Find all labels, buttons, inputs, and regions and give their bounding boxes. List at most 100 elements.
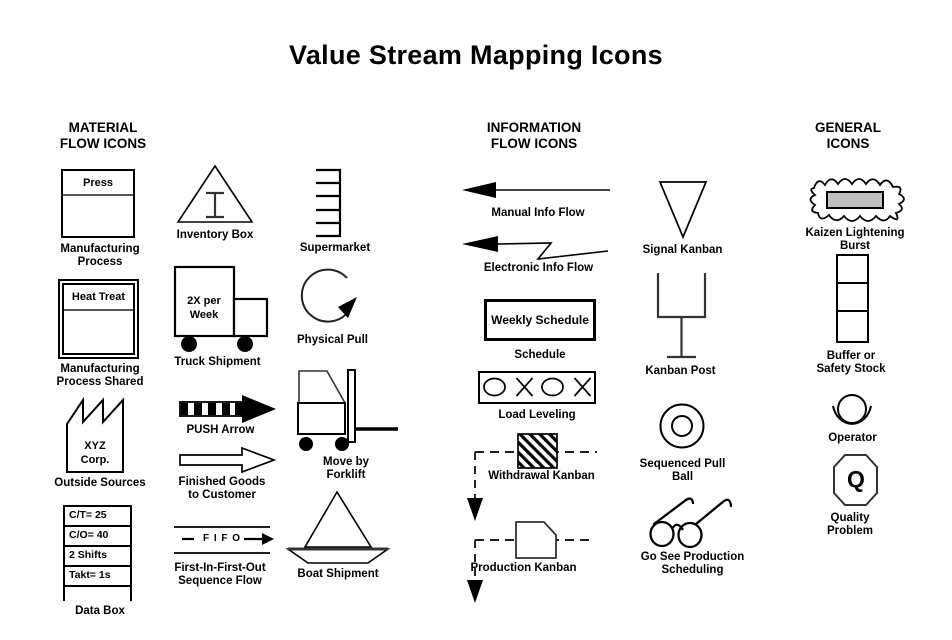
quality-octagon-icon — [833, 454, 878, 506]
icon-quality-problem: Q Quality Problem — [815, 450, 885, 542]
move-by-forklift-label: Move by Forklift — [322, 456, 369, 481]
icon-fifo-lane: F I F O First-In-First-Out Sequence Flow — [165, 521, 275, 591]
buffer-cell — [838, 256, 867, 284]
icon-operator: Operator — [815, 388, 890, 446]
inventory-triangle-icon — [176, 164, 254, 223]
icon-finished-goods: Finished Goods to Customer — [168, 442, 277, 504]
manufacturing-process-label: Manufacturing Process — [60, 243, 140, 268]
shared-process-box-title: Heat Treat — [64, 285, 133, 311]
outside-sources-box-text: XYZ Corp. — [80, 440, 110, 466]
signal-kanban-label: Signal Kanban — [642, 244, 723, 256]
schedule-label: Schedule — [514, 349, 566, 361]
finished-goods-label: Finished Goods to Customer — [178, 476, 266, 501]
buffer-stack-icon — [836, 254, 869, 343]
icon-data-box: C/T= 25 C/O= 40 2 Shifts Takt= 1s Data B… — [55, 501, 145, 626]
general-icons-header: GENERAL ICONS — [814, 120, 881, 151]
data-box-row: C/O= 40 — [65, 527, 130, 547]
process-box-title: Press — [63, 171, 133, 196]
pull-ball-icon — [659, 403, 705, 449]
kanban-post-label: Kanban Post — [645, 365, 716, 377]
truck-box-text: 2X per Week — [187, 295, 221, 321]
icon-boat-shipment: Boat Shipment — [284, 484, 392, 596]
icon-load-leveling: Load Leveling — [474, 369, 600, 424]
factory-icon — [66, 396, 124, 473]
icon-outside-sources: XYZ Corp. Outside Sources — [45, 393, 155, 498]
icon-inventory-box: Inventory Box — [165, 163, 265, 258]
icon-go-see: Go See Production Scheduling — [630, 490, 755, 582]
icon-manufacturing-process-shared: Heat Treat Manufacturing Process Shared — [50, 275, 150, 390]
fifo-text: F I F O — [202, 533, 242, 544]
fifo-label: First-In-First-Out Sequence Flow — [174, 562, 266, 587]
push-arrow-icon — [179, 395, 276, 423]
process-box-icon: Press — [61, 169, 135, 238]
material-flow-icons-header: MATERIAL FLOW ICONS — [59, 120, 147, 151]
icon-sequenced-pull-ball: Sequenced Pull Ball — [630, 400, 735, 483]
boat-icon — [285, 490, 391, 564]
quality-problem-label: Quality Problem — [826, 512, 873, 537]
schedule-box-icon: Weekly Schedule — [484, 299, 596, 341]
kanban-post-icon — [656, 273, 707, 359]
information-flow-icons-header: INFORMATION FLOW ICONS — [486, 120, 582, 151]
icon-kaizen-burst: Kaizen Lightening Burst — [790, 170, 920, 252]
manual-info-flow-label: Manual Info Flow — [491, 207, 585, 219]
buffer-cell — [838, 312, 867, 339]
outside-sources-label: Outside Sources — [54, 477, 146, 489]
truck-icon — [173, 265, 269, 352]
push-arrow-label: PUSH Arrow — [186, 424, 255, 436]
outline-arrow-icon — [179, 446, 277, 474]
data-box-row: Takt= 1s — [65, 567, 130, 587]
electronic-info-arrow-icon — [462, 236, 609, 261]
supermarket-icon — [316, 168, 342, 238]
data-box-empty-row — [65, 587, 130, 601]
icon-physical-pull: Physical Pull — [295, 264, 370, 349]
buffer-safety-stock-label: Buffer or Safety Stock — [816, 350, 886, 375]
quality-q-letter: Q — [847, 466, 865, 492]
operator-label: Operator — [828, 432, 877, 444]
truck-shipment-label: Truck Shipment — [174, 356, 261, 368]
icon-supermarket: Supermarket — [295, 164, 375, 259]
glasses-icon — [649, 497, 733, 549]
icon-schedule: Weekly Schedule Schedule — [480, 297, 600, 367]
kaizen-burst-icon — [809, 178, 905, 222]
shared-process-inner-box: Heat Treat — [62, 283, 135, 355]
load-leveling-label: Load Leveling — [498, 409, 576, 421]
boat-shipment-label: Boat Shipment — [297, 568, 379, 580]
icon-move-by-forklift: Move by Forklift — [290, 364, 402, 484]
manual-info-arrow-icon — [462, 182, 610, 198]
supermarket-label: Supermarket — [299, 242, 371, 254]
kaizen-burst-label: Kaizen Lightening Burst — [805, 227, 905, 252]
icon-kanban-post: Kanban Post — [638, 267, 723, 382]
fifo-lane-icon — [174, 526, 274, 554]
icon-buffer-safety-stock: Buffer or Safety Stock — [806, 252, 896, 377]
withdrawal-kanban-label: Withdrawal Kanban — [488, 470, 595, 482]
icon-electronic-info-flow: Electronic Info Flow — [456, 228, 621, 280]
data-box-row: 2 Shifts — [65, 547, 130, 567]
icon-production-kanban: Production Kanban — [460, 516, 605, 614]
icon-withdrawal-kanban: Withdrawal Kanban — [460, 426, 605, 526]
manufacturing-process-shared-label: Manufacturing Process Shared — [56, 363, 144, 388]
signal-kanban-triangle-icon — [658, 181, 708, 240]
physical-pull-icon — [300, 268, 357, 323]
page-title: Value Stream Mapping Icons — [289, 40, 663, 70]
oxox-pattern-icon — [483, 377, 592, 397]
electronic-info-flow-label: Electronic Info Flow — [483, 262, 594, 274]
withdrawal-kanban-icon — [467, 433, 597, 521]
icon-truck-shipment: 2X per Week Truck Shipment — [165, 264, 270, 374]
forklift-icon — [297, 369, 398, 451]
sequenced-pull-ball-label: Sequenced Pull Ball — [639, 458, 726, 483]
load-leveling-box-icon — [478, 371, 596, 404]
data-box-row: C/T= 25 — [65, 507, 130, 527]
icon-manual-info-flow: Manual Info Flow — [458, 176, 618, 224]
icon-push-arrow: PUSH Arrow — [168, 390, 276, 438]
data-box-icon: C/T= 25 C/O= 40 2 Shifts Takt= 1s — [63, 505, 132, 601]
shared-process-box-icon: Heat Treat — [58, 279, 139, 359]
buffer-cell — [838, 284, 867, 312]
production-kanban-icon — [467, 521, 593, 603]
icon-signal-kanban: Signal Kanban — [640, 179, 725, 264]
production-kanban-label: Production Kanban — [470, 562, 577, 574]
data-box-label: Data Box — [75, 605, 125, 617]
operator-icon — [832, 394, 872, 425]
physical-pull-label: Physical Pull — [297, 334, 368, 346]
inventory-box-label: Inventory Box — [176, 229, 254, 241]
